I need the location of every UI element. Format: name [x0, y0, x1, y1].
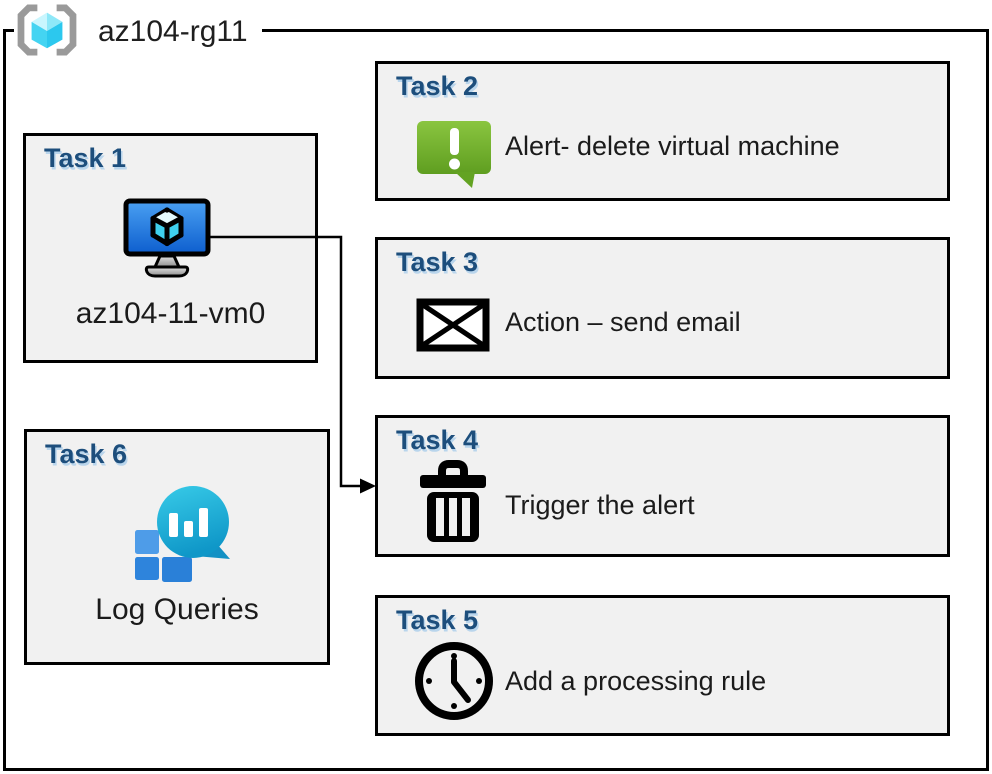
- task1-label: az104-11-vm0: [75, 297, 266, 330]
- virtual-machine-icon: [123, 198, 211, 282]
- task4-label: Trigger the alert: [505, 490, 695, 520]
- task2-label: Alert- delete virtual machine: [505, 131, 840, 161]
- email-envelope-icon: [416, 298, 490, 352]
- task4-title: Task 4: [396, 425, 479, 455]
- alert-message-icon: [416, 119, 492, 189]
- task6-label: Log Queries: [95, 593, 259, 626]
- resource-group-name: az104-rg11: [98, 15, 248, 48]
- task4-box: Task 4 Trigger the alert: [375, 415, 950, 557]
- task2-title: Task 2: [396, 71, 479, 101]
- task2-box: Task 2 Alert- delete virtual machine: [375, 61, 950, 201]
- trash-delete-icon: [416, 460, 490, 544]
- task5-label: Add a processing rule: [505, 666, 767, 696]
- task3-label: Action – send email: [505, 307, 741, 337]
- resource-group-legend: az104-rg11: [14, 3, 262, 61]
- task3-title: Task 3: [396, 247, 479, 277]
- task1-title: Task 1: [44, 143, 127, 173]
- task3-box: Task 3 Action – send email: [375, 237, 950, 379]
- log-analytics-icon: [133, 484, 233, 582]
- resource-group-icon: [16, 3, 78, 61]
- task1-box: Task 1 az104-11-vm0: [23, 133, 318, 363]
- task5-title: Task 5: [396, 605, 479, 635]
- task5-box: Task 5 Add a processing rule: [375, 595, 950, 736]
- clock-icon: [412, 639, 496, 723]
- task6-box: Task 6 Log Queries: [24, 429, 330, 665]
- task6-title: Task 6: [45, 439, 128, 469]
